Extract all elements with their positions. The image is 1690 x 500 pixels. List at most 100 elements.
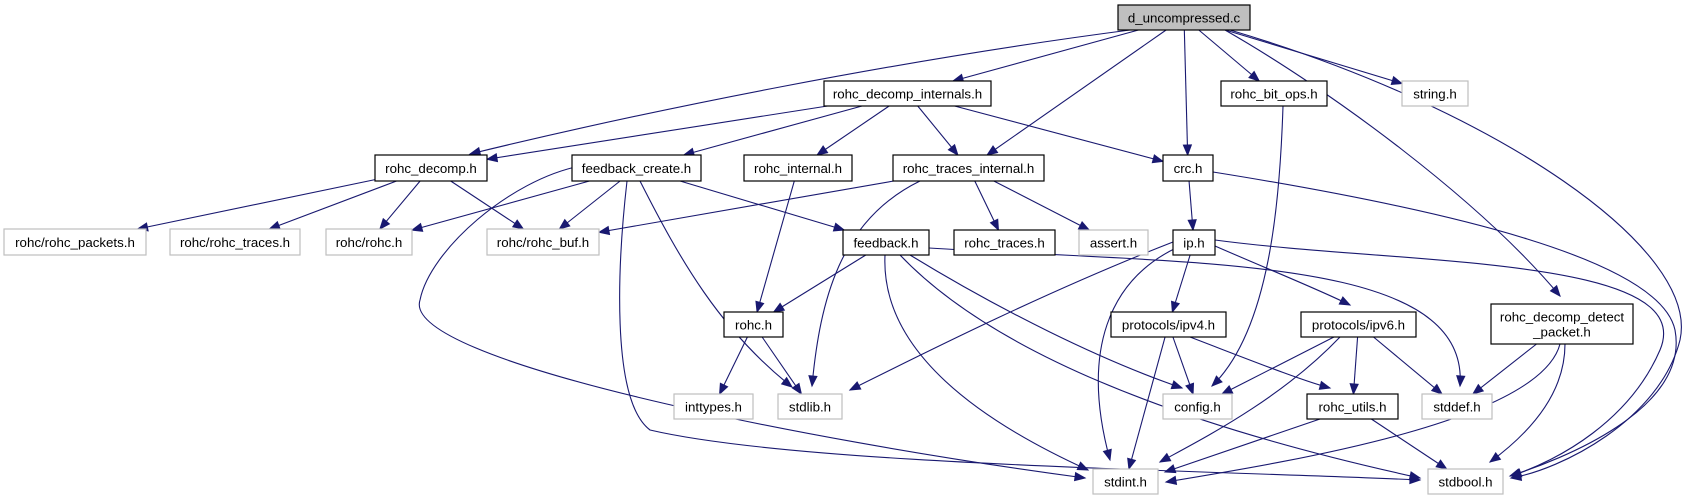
edge-rohc-traces-internal-h-to-rohc-rohc-buf-h — [597, 180, 894, 236]
node-rohc-rohc-h: rohc/rohc.h — [325, 228, 413, 256]
edge-protocols-ipv6-h-to-config-h — [1220, 336, 1335, 395]
edge-rohc-h-to-stdlib-h — [761, 336, 803, 396]
node-stddef-h: stddef.h — [1421, 393, 1493, 420]
edge-line — [1189, 336, 1331, 389]
arrowhead-icon — [791, 382, 803, 396]
node-rohc-utils-h[interactable]: rohc_utils.h — [1306, 393, 1399, 420]
arrowhead-icon — [1211, 375, 1223, 387]
node-label: ip.h — [1183, 236, 1204, 251]
edge-rohc-decomp-internals-h-to-rohc-traces-internal-h — [917, 105, 959, 157]
node-label: string.h — [1413, 87, 1457, 102]
edge-line — [849, 241, 1174, 391]
node-label: stdbool.h — [1439, 475, 1493, 490]
node-box — [1162, 393, 1233, 420]
node-rohc-traces-internal-h[interactable]: rohc_traces_internal.h — [892, 154, 1045, 182]
arrowhead-icon — [1187, 219, 1197, 232]
node-box — [953, 229, 1056, 256]
edge-line — [1198, 29, 1260, 82]
edge-feedback-h-to-stdbool-h — [899, 254, 1422, 481]
node-box — [1078, 229, 1149, 256]
edge-d-uncompressed-c-to-rohc-decomp-internals-h — [951, 29, 1139, 83]
edge-ip-h-to-stdlib-h — [848, 241, 1174, 391]
arrowhead-icon — [1549, 284, 1561, 298]
node-rohc-rohc-traces-h: rohc/rohc_traces.h — [169, 228, 301, 256]
edge-line — [1128, 336, 1166, 470]
node-label: rohc_traces.h — [964, 236, 1045, 251]
arrowhead-icon — [410, 222, 424, 232]
edge-line — [993, 180, 1090, 231]
arrowhead-icon — [1076, 461, 1090, 471]
edge-line — [1211, 105, 1284, 387]
edge-line — [952, 29, 1139, 82]
edge-line — [486, 105, 828, 160]
edge-rohc-decomp-detect-packet-h-to-stdint-h — [1164, 343, 1561, 485]
edge-rohc-decomp-h-to-rohc-rohc-packets-h — [136, 179, 376, 232]
node-box — [892, 154, 1045, 182]
arrowhead-icon — [815, 145, 829, 156]
edge-line — [1183, 29, 1189, 156]
node-rohc-decomp-h[interactable]: rohc_decomp.h — [374, 154, 488, 182]
node-box — [1092, 468, 1159, 495]
edge-line — [639, 180, 793, 388]
node-rohc-internal-h[interactable]: rohc_internal.h — [743, 154, 853, 182]
arrowhead-icon — [1073, 471, 1087, 482]
node-box — [1110, 311, 1227, 338]
edge-line — [1373, 336, 1443, 395]
node-d-uncompressed-c[interactable]: d_uncompressed.c — [1117, 4, 1251, 31]
arrowhead-icon — [1338, 296, 1352, 306]
node-box — [777, 393, 843, 420]
edge-line — [899, 254, 1421, 479]
node-label: crc.h — [1174, 161, 1203, 176]
edge-rohc-decomp-detect-packet-h-to-stddef-h — [1471, 343, 1537, 395]
edge-line — [1097, 247, 1177, 461]
arrowhead-icon — [1163, 464, 1177, 474]
edge-line — [1225, 29, 1403, 85]
edge-line — [773, 254, 867, 313]
node-rohc-h[interactable]: rohc.h — [723, 311, 784, 338]
edge-rohc-utils-h-to-stdbool-h — [1371, 418, 1448, 470]
arrowhead-icon — [379, 217, 391, 231]
arrowhead-icon — [268, 220, 281, 230]
node-feedback-create-h[interactable]: feedback_create.h — [571, 154, 702, 182]
edge-line — [719, 336, 748, 395]
node-protocols-ipv6-h[interactable]: protocols/ipv6.h — [1300, 311, 1417, 338]
arrowhead-icon — [511, 219, 525, 230]
arrowhead-icon — [755, 300, 765, 314]
edge-rohc-decomp-h-to-rohc-rohc-h — [379, 180, 421, 231]
edge-line — [411, 180, 590, 231]
edge-d-uncompressed-c-to-string-h — [1225, 29, 1404, 86]
node-box — [325, 228, 413, 256]
node-protocols-ipv4-h[interactable]: protocols/ipv4.h — [1110, 311, 1227, 338]
arrowhead-icon — [1408, 471, 1422, 481]
edge-line — [954, 105, 1164, 162]
node-rohc-bit-ops-h[interactable]: rohc_bit_ops.h — [1220, 80, 1328, 107]
node-box — [723, 311, 784, 338]
arrowhead-icon — [1170, 300, 1181, 314]
edge-line — [1472, 343, 1537, 395]
edge-rohc-utils-h-to-stdint-h — [1163, 418, 1321, 474]
edge-rohc-traces-internal-h-to-rohc-traces-h — [974, 180, 1000, 232]
edge-line — [909, 254, 1183, 389]
node-rohc-rohc-packets-h: rohc/rohc_packets.h — [3, 228, 147, 256]
node-label: rohc_decomp_detect — [1500, 310, 1624, 325]
node-stdbool-h: stdbool.h — [1427, 468, 1504, 495]
edge-line — [137, 179, 376, 230]
node-label: rohc_decomp.h — [385, 161, 477, 176]
node-rohc-decomp-internals-h[interactable]: rohc_decomp_internals.h — [823, 80, 992, 107]
arrowhead-icon — [485, 152, 499, 163]
node-crc-h[interactable]: crc.h — [1162, 154, 1214, 182]
edge-rohc-decomp-internals-h-to-rohc-decomp-h — [485, 105, 828, 163]
arrowhead-icon — [1220, 385, 1234, 395]
node-box — [1306, 393, 1399, 420]
node-rohc-decomp-detect-packet-h[interactable]: rohc_decomp_detect_packet.h — [1490, 303, 1634, 345]
edge-line — [1164, 418, 1321, 473]
edge-line — [1212, 171, 1677, 477]
node-ip-h[interactable]: ip.h — [1172, 229, 1216, 256]
edge-rohc-h-to-inttypes-h — [719, 336, 748, 396]
node-feedback-h[interactable]: feedback.h — [842, 229, 930, 256]
node-box — [1490, 303, 1634, 345]
edge-line — [811, 180, 921, 387]
node-rohc-traces-h[interactable]: rohc_traces.h — [953, 229, 1056, 256]
